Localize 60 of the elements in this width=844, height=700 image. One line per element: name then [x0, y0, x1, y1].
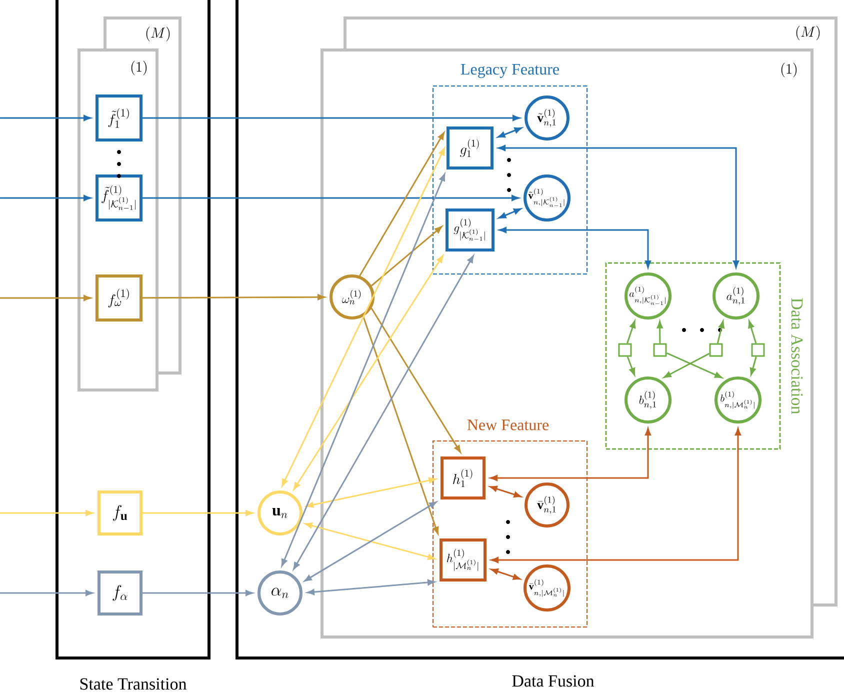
arrow	[142, 115, 520, 121]
node-label: State Transition	[80, 678, 187, 690]
node-label: Data Fusion	[512, 675, 594, 687]
arrow	[370, 308, 461, 453]
connector	[306, 477, 436, 508]
connector	[490, 428, 651, 481]
connector	[498, 208, 522, 219]
connector	[490, 568, 520, 580]
arrow	[0, 295, 91, 301]
connector	[499, 227, 651, 268]
factor-box: $g^{(1)}_{|\mathcal{K}^{(1)}_{n-1}|}$	[446, 208, 494, 252]
arrow	[142, 510, 253, 516]
connector	[490, 486, 522, 498]
factor-square	[751, 343, 765, 357]
arrow	[716, 320, 724, 344]
connector	[307, 579, 435, 596]
factor-box: $\tilde{f}^{(1)}_{1}$	[96, 94, 142, 142]
arrow	[664, 352, 710, 378]
factor-square	[709, 343, 723, 357]
connector	[498, 127, 522, 138]
arrow	[142, 294, 325, 300]
factor-box: $h^{(1)}_{|\mathcal{M}^{(1)}_{n}|}$	[440, 538, 486, 582]
arrow	[0, 510, 93, 516]
arrow	[0, 115, 91, 121]
arrow	[142, 195, 519, 201]
arrow	[750, 356, 757, 376]
arrow	[626, 320, 636, 344]
arrow	[748, 320, 757, 344]
node-label: Legacy Feature	[460, 64, 559, 78]
plate-label: $(1)$	[131, 60, 147, 76]
arrow	[362, 316, 439, 534]
connector	[293, 255, 444, 490]
connector	[498, 145, 739, 268]
connector	[293, 255, 474, 570]
connector	[304, 501, 437, 582]
factor-square	[618, 343, 632, 357]
connector	[281, 174, 446, 566]
connector	[304, 522, 436, 560]
arrow	[656, 320, 663, 344]
arrow	[0, 195, 91, 201]
node-label: New Feature	[467, 420, 549, 430]
plate-label: $(1)$	[781, 62, 797, 78]
factor-box: $\tilde{f}^{(1)}_{|\mathcal{K}^{(1)}_{n-1}|}$	[96, 174, 142, 222]
arrow	[0, 590, 93, 596]
arrow	[626, 356, 636, 376]
arrow	[666, 352, 722, 378]
factor-box: $g^{(1)}_{1}$	[446, 126, 494, 170]
arrow	[371, 226, 442, 286]
factor-box: $f_{\alpha}$	[98, 570, 142, 616]
connector	[282, 148, 445, 486]
node-label: Data Association	[791, 298, 803, 414]
factor-box: $f_{\mathbf{u}}$	[98, 490, 142, 536]
plate-label: $(M)$	[796, 26, 820, 40]
factor-square	[653, 343, 667, 357]
factor-box: $f^{(1)}_{\omega}$	[96, 274, 142, 322]
factor-box: $h^{(1)}_{1}$	[440, 456, 486, 500]
connector	[491, 428, 741, 563]
plate-label: $(M)$	[146, 26, 170, 42]
arrow	[359, 132, 445, 276]
arrow	[142, 590, 253, 596]
